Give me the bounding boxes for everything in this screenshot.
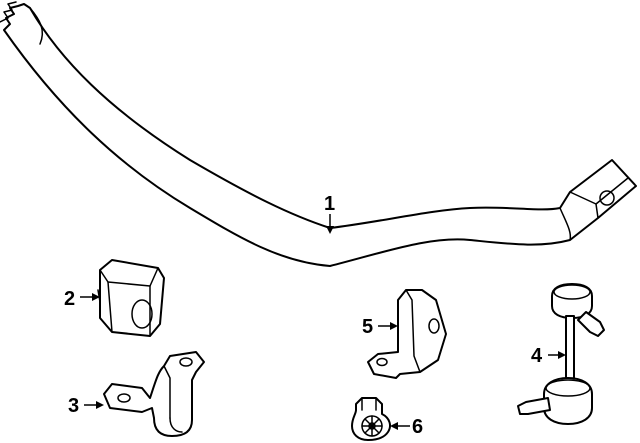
callout-2: 2 [64, 288, 100, 310]
callout-6-label: 6 [412, 416, 423, 438]
callout-5-label: 5 [362, 316, 373, 338]
callout-4-label: 4 [531, 345, 543, 367]
bushing-bracket[interactable] [103, 351, 205, 437]
callout-3-label: 3 [68, 395, 79, 417]
callout-1: 1 [324, 193, 335, 234]
stabilizer-bushing[interactable] [97, 259, 165, 337]
callout-6: 6 [390, 416, 423, 438]
callout-3: 3 [68, 395, 104, 417]
nut[interactable] [351, 397, 391, 441]
stabilizer-bar[interactable] [0, 1, 637, 267]
callout-1-label: 1 [324, 193, 335, 215]
callout-5: 5 [362, 316, 398, 338]
mounting-bracket[interactable] [367, 289, 447, 379]
callout-4: 4 [531, 345, 566, 367]
callout-2-label: 2 [64, 288, 75, 310]
stabilizer-link[interactable] [517, 283, 605, 425]
